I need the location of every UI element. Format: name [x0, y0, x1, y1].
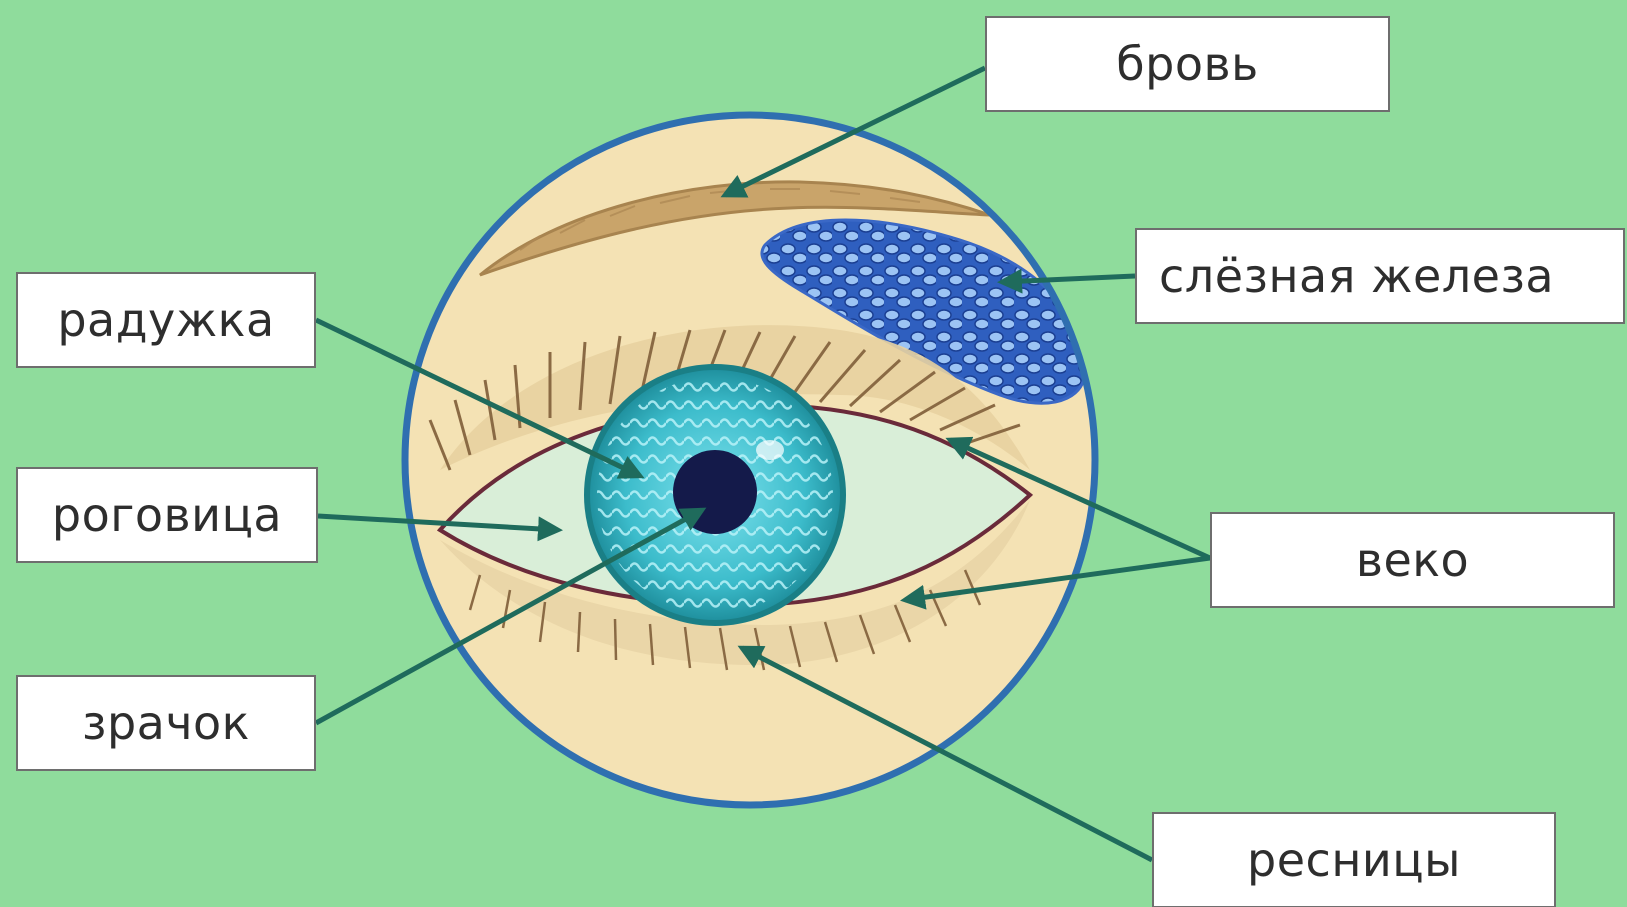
- label-cornea: роговица: [16, 467, 318, 563]
- label-pupil: зрачок: [16, 675, 316, 771]
- label-lacrimal-gland: слёзная железа: [1135, 228, 1625, 324]
- label-eyelashes: ресницы: [1152, 812, 1556, 907]
- label-eyelid: веко: [1210, 512, 1615, 608]
- label-eyebrow: бровь: [985, 16, 1390, 112]
- label-iris: радужка: [16, 272, 316, 368]
